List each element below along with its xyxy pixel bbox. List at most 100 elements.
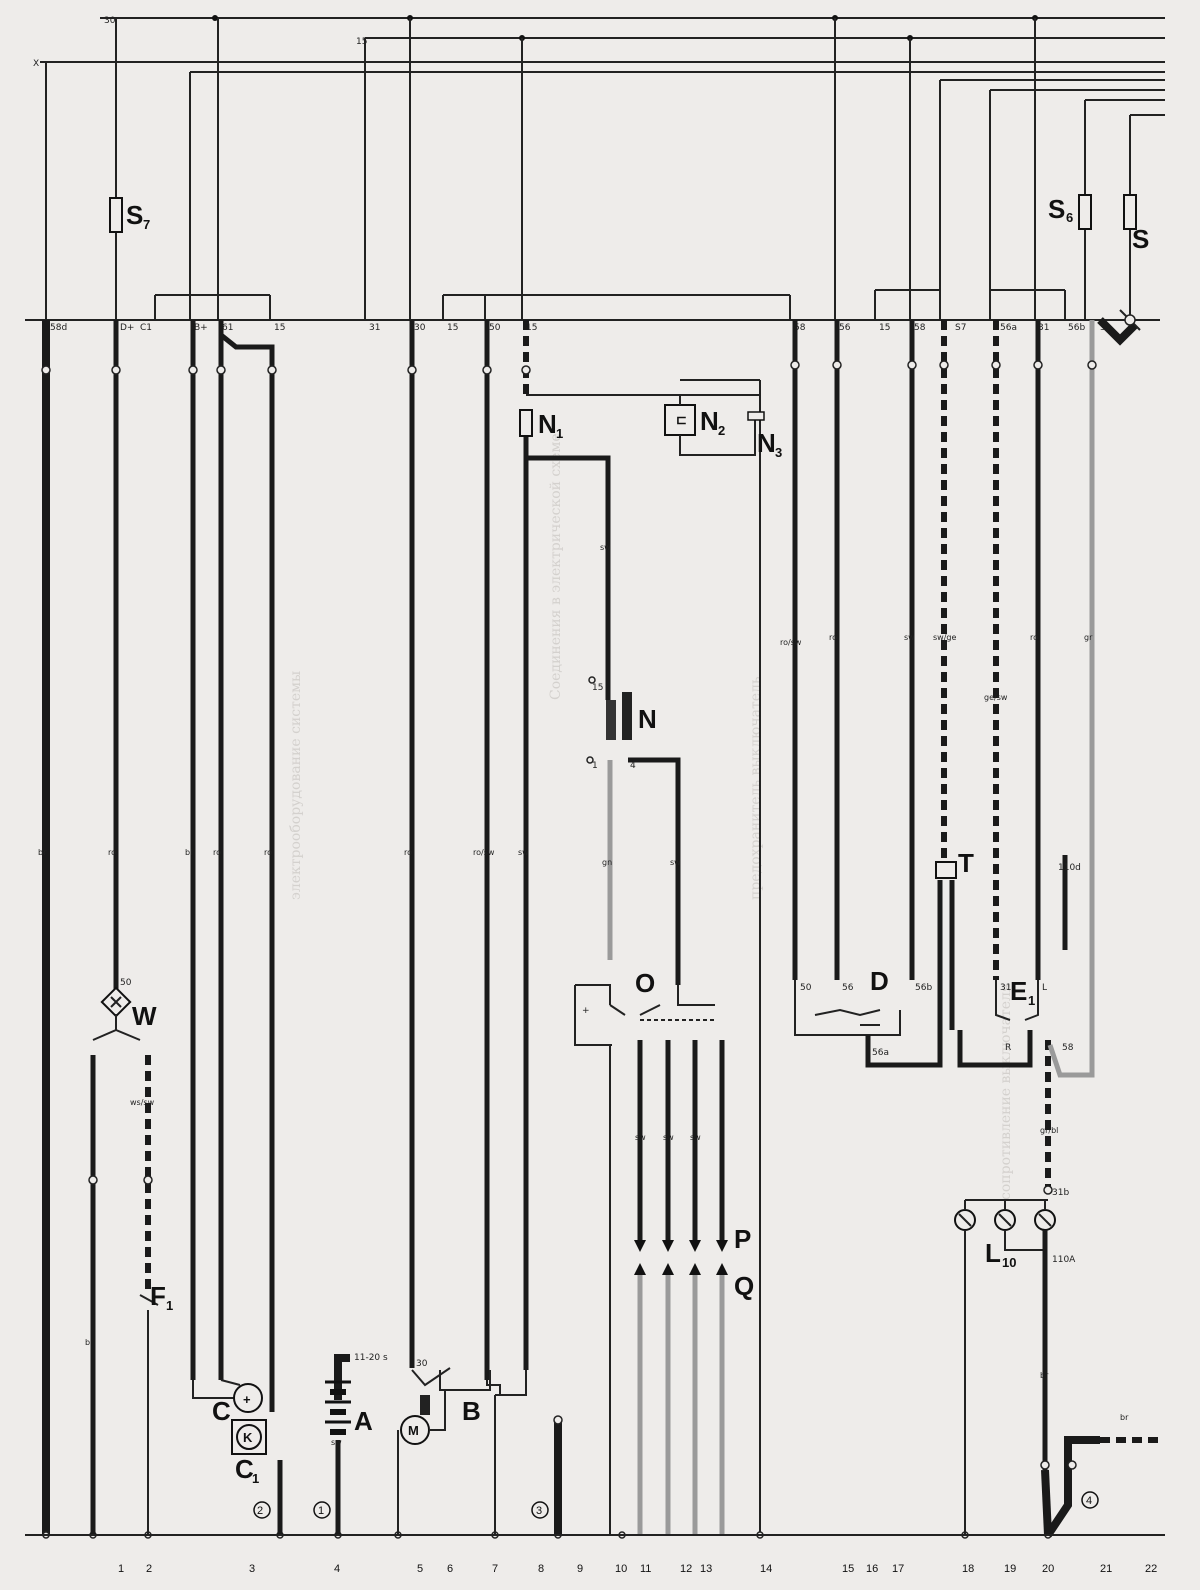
svg-text:3: 3: [536, 1505, 542, 1517]
svg-text:S7: S7: [955, 323, 966, 333]
svg-text:31: 31: [1038, 323, 1049, 333]
svg-text:Q: Q: [734, 1271, 754, 1301]
svg-text:1: 1: [252, 1471, 259, 1486]
column-number: 5: [417, 1563, 423, 1575]
column-number: 14: [760, 1563, 772, 1575]
svg-text:50: 50: [120, 978, 132, 988]
svg-text:15: 15: [447, 323, 458, 333]
fuse-S6: S 6: [1048, 194, 1092, 230]
dimmer-T: T: [935, 848, 974, 879]
svg-text:L: L: [985, 1238, 1001, 1268]
column-number: 3: [249, 1563, 255, 1575]
column-number: 1: [118, 1563, 124, 1575]
svg-text:S: S: [126, 200, 143, 230]
svg-text:50: 50: [489, 323, 501, 333]
column-number: 6: [447, 1563, 453, 1575]
svg-text:7: 7: [143, 217, 150, 232]
svg-text:ro: ro: [404, 848, 412, 857]
svg-text:ro: ro: [108, 848, 116, 857]
column-number: 16: [866, 1563, 878, 1575]
svg-text:2: 2: [718, 423, 725, 438]
svg-text:R: R: [1005, 1043, 1011, 1053]
regulator-C1: K C 1: [231, 1380, 283, 1535]
column-number: 13: [700, 1563, 712, 1575]
svg-text:sw: sw: [904, 633, 915, 642]
column-number: 21: [1100, 1563, 1112, 1575]
svg-text:4: 4: [1086, 1495, 1092, 1507]
ground-markers: 2 1 3 4: [253, 1415, 1099, 1535]
ignition-coil-N: N 15 1 4: [586, 676, 657, 771]
svg-text:56: 56: [842, 983, 854, 993]
svg-text:30: 30: [104, 16, 116, 26]
svg-text:электрооборудование системы: электрооборудование системы: [288, 671, 304, 900]
fuse-S7: S 7: [109, 197, 150, 233]
svg-text:1: 1: [592, 761, 598, 771]
svg-text:K: K: [243, 1430, 253, 1445]
svg-text:15: 15: [526, 323, 537, 333]
svg-text:Соединения в электрической схе: Соединения в электрической схеме: [548, 433, 564, 700]
upper-feeds: [45, 18, 1131, 320]
svg-text:4: 4: [630, 761, 636, 771]
svg-text:1: 1: [1028, 993, 1035, 1008]
svg-text:sw: sw: [670, 858, 681, 867]
top-bus-lines: [40, 15, 1165, 116]
svg-text:30: 30: [414, 323, 426, 333]
svg-text:31: 31: [369, 323, 380, 333]
column-number: 7: [492, 1563, 498, 1575]
column-number: 2: [146, 1563, 152, 1575]
svg-text:1: 1: [556, 426, 563, 441]
condenser-N3: N 3: [747, 411, 782, 460]
svg-text:L: L: [1042, 983, 1047, 993]
svg-text:bl: bl: [185, 848, 192, 857]
svg-text:W: W: [132, 1001, 157, 1031]
svg-text:10: 10: [1002, 1255, 1016, 1270]
lower-wires: [42, 320, 1095, 1535]
svg-text:B: B: [462, 1396, 481, 1426]
svg-text:S: S: [1048, 194, 1065, 224]
oil-pressure-switch-F1: F 1: [139, 1281, 173, 1313]
svg-text:B+: B+: [194, 323, 208, 333]
svg-text:50: 50: [800, 983, 812, 993]
svg-text:D: D: [870, 966, 889, 996]
column-number: 20: [1042, 1563, 1054, 1575]
warning-lamp-W: W 50: [88, 978, 157, 1535]
svg-text:D+: D+: [120, 323, 134, 333]
svg-text:gr: gr: [1084, 633, 1093, 642]
svg-text:ro: ro: [213, 848, 221, 857]
svg-text:+: +: [582, 1006, 590, 1016]
svg-text:br: br: [85, 1338, 94, 1347]
svg-text:3: 3: [775, 445, 782, 460]
svg-text:X: X: [33, 59, 39, 69]
column-number: 4: [334, 1563, 340, 1575]
svg-text:gn: gn: [602, 858, 612, 867]
svg-text:ro: ro: [829, 633, 837, 642]
svg-text:15: 15: [356, 37, 367, 47]
column-number: 10: [615, 1563, 627, 1575]
svg-text:F: F: [150, 1281, 166, 1311]
column-number: 17: [892, 1563, 904, 1575]
svg-text:ro/sw: ro/sw: [473, 848, 495, 857]
svg-text:gr/bl: gr/bl: [1040, 1126, 1058, 1135]
svg-text:58: 58: [914, 323, 926, 333]
svg-text:ro: ro: [264, 848, 272, 857]
svg-text:15: 15: [592, 683, 603, 693]
svg-text:S: S: [1132, 224, 1149, 254]
svg-text:N: N: [757, 428, 776, 458]
svg-text:56b: 56b: [1068, 323, 1085, 333]
svg-text:ge/sw: ge/sw: [984, 693, 1008, 702]
svg-text:15: 15: [879, 323, 890, 333]
svg-text:P: P: [734, 1224, 751, 1254]
background-bleed-text: Соединения в электрической схеме предохр…: [288, 433, 1014, 1200]
svg-text:ro: ro: [1030, 633, 1038, 642]
light-switch-D: D 50 56 56b 56a: [794, 966, 943, 1068]
column-number: 18: [962, 1563, 974, 1575]
svg-text:1: 1: [166, 1298, 173, 1313]
svg-text:56a: 56a: [872, 1048, 889, 1058]
column-number: 15: [842, 1563, 854, 1575]
svg-text:sw: sw: [518, 848, 529, 857]
svg-text:1: 1: [318, 1505, 324, 1517]
svg-text:сопротивление выключателя: сопротивление выключателя: [998, 983, 1014, 1200]
svg-text:6: 6: [1066, 210, 1073, 225]
svg-text:O: O: [635, 968, 655, 998]
svg-text:E: E: [1010, 976, 1027, 1006]
